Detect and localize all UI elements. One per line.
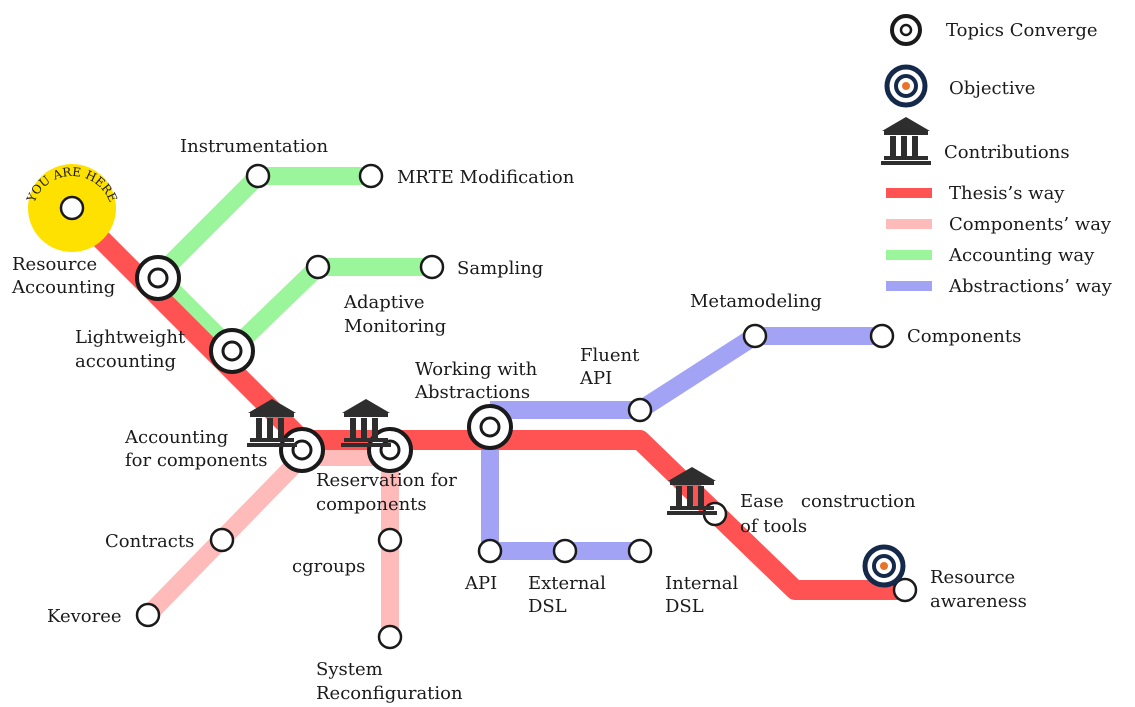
legend-item-contributions: Contributions	[881, 117, 1070, 165]
station-components[interactable]	[869, 323, 895, 349]
interchange-lightweight-accounting[interactable]	[209, 328, 255, 374]
station-instrumentation[interactable]	[245, 163, 271, 189]
interchange-resource-accounting[interactable]	[135, 255, 181, 301]
label-metamodeling: Metamodeling	[690, 291, 822, 312]
label-kevoree: Kevoree	[47, 606, 122, 627]
label-components: Components	[907, 326, 1021, 347]
abstractions-line-components	[490, 327, 882, 419]
station-system-reconfiguration[interactable]	[377, 624, 403, 650]
legend-label-converge: Topics Converge	[946, 20, 1098, 41]
legend-item-abstractions: Abstractions’ way	[886, 276, 1113, 297]
station-kevoree[interactable]	[135, 602, 161, 628]
station-external-dsl[interactable]	[552, 538, 578, 564]
legend-item-objective: Objective	[884, 64, 1035, 108]
station-contracts[interactable]	[209, 527, 235, 553]
museum-icon	[341, 399, 391, 447]
station-adaptive-monitoring[interactable]	[305, 254, 331, 280]
objective-marker[interactable]	[862, 544, 906, 588]
legend-item-accounting: Accounting way	[886, 245, 1095, 266]
station-api[interactable]	[477, 538, 503, 564]
label-mrte-modification: MRTE Modification	[397, 167, 575, 188]
station-internal-dsl[interactable]	[627, 538, 653, 564]
station-labels: Instrumentation MRTE Modification Resour…	[11, 136, 1027, 704]
station-fluent-api[interactable]	[627, 397, 653, 423]
station-resource-awareness[interactable]	[892, 577, 918, 603]
legend-label-objective: Objective	[949, 78, 1035, 99]
stations	[59, 163, 918, 650]
legend-label-components: Components’ way	[949, 214, 1112, 235]
interchange-working-with-abstractions[interactable]	[467, 404, 513, 450]
legend-label-abstractions: Abstractions’ way	[948, 276, 1113, 297]
station-sampling[interactable]	[419, 254, 445, 280]
legend-item-converge: Topics Converge	[890, 14, 1098, 46]
legend-label-contributions: Contributions	[944, 142, 1070, 163]
station-metamodeling[interactable]	[742, 323, 768, 349]
legend-label-accounting: Accounting way	[948, 245, 1095, 266]
station-mrte-modification[interactable]	[358, 163, 384, 189]
label-api: API	[464, 573, 497, 594]
legend-item-thesis: Thesis’s way	[886, 183, 1065, 204]
station-you-are-here[interactable]	[59, 195, 85, 221]
label-cgroups: cgroups	[292, 556, 365, 577]
legend-item-components: Components’ way	[886, 214, 1112, 235]
label-sampling: Sampling	[457, 258, 543, 279]
legend: Topics Converge Objective Contributions …	[881, 14, 1113, 297]
label-instrumentation: Instrumentation	[180, 136, 328, 157]
interchange-accounting-for-components[interactable]	[279, 427, 325, 473]
museum-icon	[881, 117, 931, 165]
station-cgroups[interactable]	[377, 527, 403, 553]
accounting-line-sampling	[151, 258, 432, 359]
label-contracts: Contracts	[105, 531, 194, 552]
legend-label-thesis: Thesis’s way	[949, 183, 1065, 204]
